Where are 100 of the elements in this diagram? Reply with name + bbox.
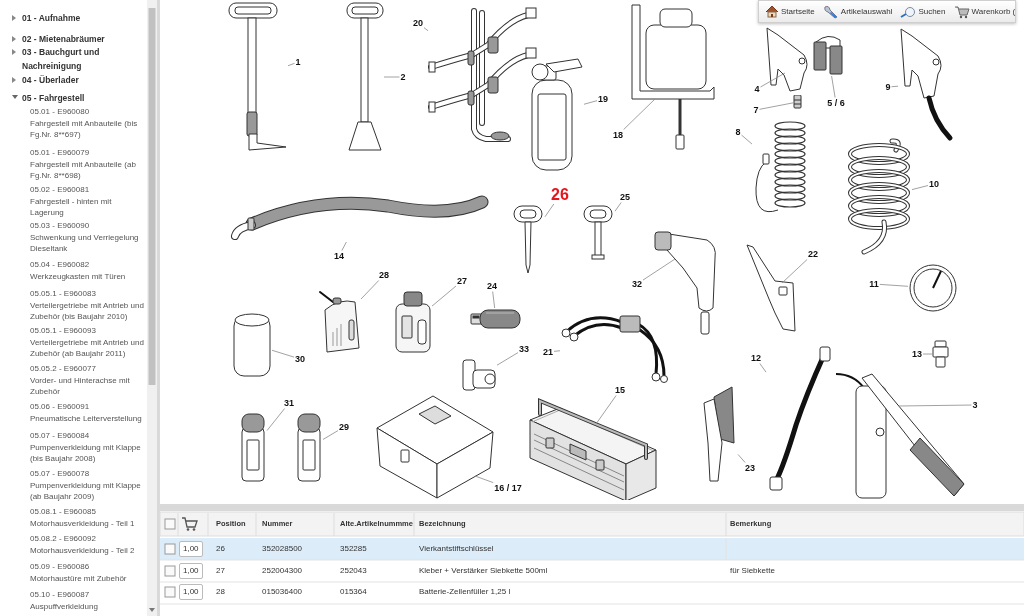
- callout-number: 23: [745, 463, 755, 473]
- bottle-drawing: [319, 288, 361, 354]
- callout-number: 18: [613, 130, 623, 140]
- old-part-number: 352285: [340, 544, 367, 554]
- leader-line: [383, 76, 400, 78]
- section-title: Werkzeugkasten mit Türen: [30, 270, 127, 282]
- section-code: 05.04 - E960082: [30, 259, 91, 271]
- leader-line: [741, 134, 753, 145]
- position-number: 27: [216, 566, 225, 576]
- callout-number: 7: [753, 105, 759, 115]
- bottle-drawing: [394, 290, 432, 354]
- section-code: 05.08.2 - E960092: [30, 533, 97, 545]
- leader-line: [322, 430, 339, 440]
- section-code: 05.05.1 - E960093: [30, 325, 97, 337]
- section-title: Pumpenverkleidung mit Klappe (ab Baujahr 2009): [30, 479, 142, 503]
- section-title: Auspuffverkleidung: [30, 600, 99, 612]
- callout-number: 29: [339, 422, 349, 432]
- article-selection-button: Artikelauswahl: [822, 4, 893, 19]
- part-description: Batterie-Zellenfüller 1,25 l: [419, 587, 511, 597]
- position-number: 26: [216, 544, 225, 554]
- section-code: 05.02 - E960081: [30, 184, 91, 196]
- usb-stick-drawing: [470, 308, 522, 330]
- section-code: 05.01 - E960079: [30, 147, 91, 159]
- callout-number: 14: [334, 251, 344, 261]
- leader-line: [737, 454, 746, 463]
- leader-line: [759, 102, 794, 110]
- leader-line: [423, 27, 429, 32]
- air-gun-drawing: [764, 25, 810, 95]
- section-code: 05.05.2 - E960077: [30, 363, 97, 375]
- callout-number: 5 / 6: [827, 98, 845, 108]
- callout-number: 19: [598, 94, 608, 104]
- drill-drawing: [653, 228, 719, 336]
- callout-number: 33: [519, 344, 529, 354]
- callout-number: 12: [751, 353, 761, 363]
- leader-line: [544, 203, 555, 218]
- leader-line: [922, 353, 933, 355]
- hand-tool-drawing: [745, 243, 797, 333]
- bracket-holder-drawing: [428, 5, 540, 143]
- remark: für Siebkette: [730, 566, 775, 576]
- callout-number: 16 / 17: [494, 483, 522, 493]
- callout-number: 11: [869, 279, 879, 289]
- hose-drawing: [766, 345, 832, 493]
- part-number: 015036400: [262, 587, 303, 597]
- section-code: 05.03 - E960090: [30, 220, 91, 232]
- callout-number: 13: [912, 349, 922, 359]
- leader-line: [760, 72, 786, 88]
- callout-number: 31: [284, 398, 294, 408]
- section-title: Fahrgestell mit Anbauteile (bis Fg.Nr. 8**697): [30, 117, 139, 141]
- callout-number: 15: [615, 385, 625, 395]
- callout-number: 26: [551, 187, 569, 203]
- callout-number: 25: [620, 192, 630, 202]
- t-handle-scraper-drawing: [346, 2, 384, 152]
- callout-number: 8: [735, 127, 741, 137]
- search-button: Suchen: [900, 5, 946, 18]
- hose-drawing: [228, 194, 490, 242]
- section-title: Verteilergetriebe mit Antrieb und Zubehör (bis Baujahr 2010): [30, 299, 145, 323]
- category-link: 01 - Aufnahme: [22, 12, 82, 25]
- callout-number: 27: [457, 276, 467, 286]
- quantity-field: 1,00: [179, 541, 203, 557]
- callout-number: 21: [543, 347, 553, 357]
- callout-number: 10: [929, 179, 939, 189]
- callout-number: 1: [295, 57, 301, 67]
- section-title: Motorhausverkleidung - Teil 2: [30, 544, 136, 556]
- callout-number: 28: [379, 270, 389, 280]
- section-title: Motorhaustüre mit Zubehör: [30, 572, 128, 584]
- part-number: 352028500: [262, 544, 303, 554]
- section-title: Pumpenverkleidung mit Klappe (bis Baujahr 2008): [30, 441, 142, 465]
- leader-line: [496, 352, 519, 366]
- section-title: Verteilergetriebe mit Antrieb und Zubehör (ab Baujahr 2011): [30, 336, 145, 360]
- part-description: Vierkantstiftschlüssel: [419, 544, 494, 554]
- callout-number: 9: [885, 82, 891, 92]
- leader-line: [595, 395, 617, 425]
- leader-line: [898, 404, 972, 407]
- quantity-field: 1,00: [179, 563, 203, 579]
- leader-line: [583, 100, 598, 105]
- leader-line: [492, 291, 496, 309]
- part-number: 252004300: [262, 566, 303, 576]
- section-title: Fahrgestell - hinten mit Lagerung: [30, 195, 113, 219]
- section-title: Pneumatische Leiterverstellung: [30, 412, 143, 424]
- section-code: 05.07 - E960078: [30, 468, 91, 480]
- fitting-drawing: [461, 358, 497, 394]
- category-link: 02 - Mietenabräumer: [22, 33, 106, 46]
- leader-line: [642, 258, 676, 281]
- tank-holder-drawing: [630, 3, 716, 151]
- section-code: 05.05.1 - E960083: [30, 288, 97, 300]
- pressure-gauge-drawing: [908, 262, 958, 314]
- callout-number: 24: [487, 281, 497, 291]
- nozzle-drawing: [793, 95, 802, 109]
- key-drawing: [583, 205, 615, 263]
- old-part-number: 252043: [340, 566, 367, 576]
- section-title: Motorhausverkleidung - Teil 1: [30, 517, 136, 529]
- leader-line: [287, 62, 295, 67]
- category-link: 05 - Fahrgestell: [22, 92, 86, 105]
- callout-number: 32: [632, 279, 642, 289]
- category-link: 03 - Bauchgurt und Nachreinigung: [22, 46, 101, 73]
- section-code: 05.10 - E960087: [30, 589, 91, 601]
- callout-number: 20: [413, 18, 423, 28]
- callout-number: 30: [295, 354, 305, 364]
- cart-button: Warenkorb (: [953, 4, 1016, 19]
- callout-number: 2: [400, 72, 406, 82]
